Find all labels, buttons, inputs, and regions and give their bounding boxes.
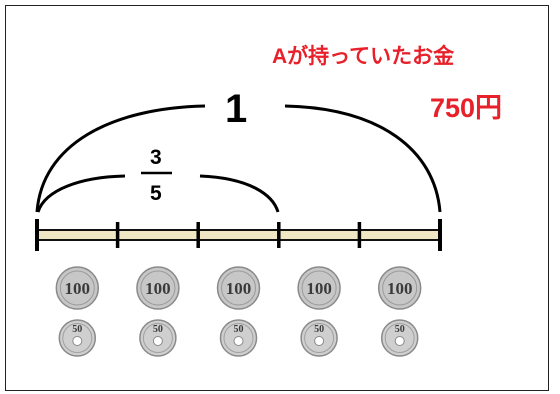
fraction-denominator: 5 bbox=[150, 182, 162, 205]
frame-border bbox=[5, 5, 549, 391]
fifty-yen-coin: 50 bbox=[58, 319, 97, 357]
hundred-yen-coin: 100 bbox=[297, 266, 341, 310]
hundred-coin-label: 100 bbox=[226, 279, 252, 298]
fifty-coin-label: 50 bbox=[314, 324, 324, 335]
fraction-bracket-left bbox=[36, 174, 126, 213]
tape-ticks bbox=[35, 219, 442, 251]
hundred-coin-label: 100 bbox=[65, 279, 91, 298]
hundred-yen-coins: 100 100 100 100 100 bbox=[55, 266, 422, 310]
fifty-yen-coin: 50 bbox=[380, 319, 419, 357]
hundred-yen-coin: 100 bbox=[136, 266, 180, 310]
hundred-yen-coin: 100 bbox=[377, 266, 422, 310]
fifty-yen-coin: 50 bbox=[219, 319, 258, 357]
hundred-coin-label: 100 bbox=[306, 279, 332, 298]
fifty-yen-coins: 50 50 50 50 50 bbox=[58, 319, 419, 357]
title-text: Aが持っていたお金 bbox=[272, 44, 455, 68]
tape-bar bbox=[36, 229, 441, 241]
hundred-coin-label: 100 bbox=[387, 279, 413, 298]
fraction-numerator: 3 bbox=[150, 146, 162, 169]
whole-bracket-right bbox=[284, 104, 442, 213]
hundred-coin-label: 100 bbox=[145, 279, 171, 298]
fifty-yen-coin: 50 bbox=[300, 319, 338, 357]
whole-label: 1 bbox=[225, 87, 247, 131]
fraction-bracket-right bbox=[199, 174, 280, 213]
hundred-yen-coin: 100 bbox=[55, 266, 100, 310]
fifty-coin-label: 50 bbox=[395, 324, 405, 335]
hundred-yen-coin: 100 bbox=[216, 266, 261, 310]
fifty-coin-label: 50 bbox=[234, 324, 244, 335]
fifty-coin-label: 50 bbox=[72, 324, 82, 335]
amount-text: 750円 bbox=[430, 93, 502, 123]
whole-bracket-left bbox=[35, 104, 206, 213]
fifty-yen-coin: 50 bbox=[139, 319, 177, 357]
fifty-coin-label: 50 bbox=[153, 324, 163, 335]
